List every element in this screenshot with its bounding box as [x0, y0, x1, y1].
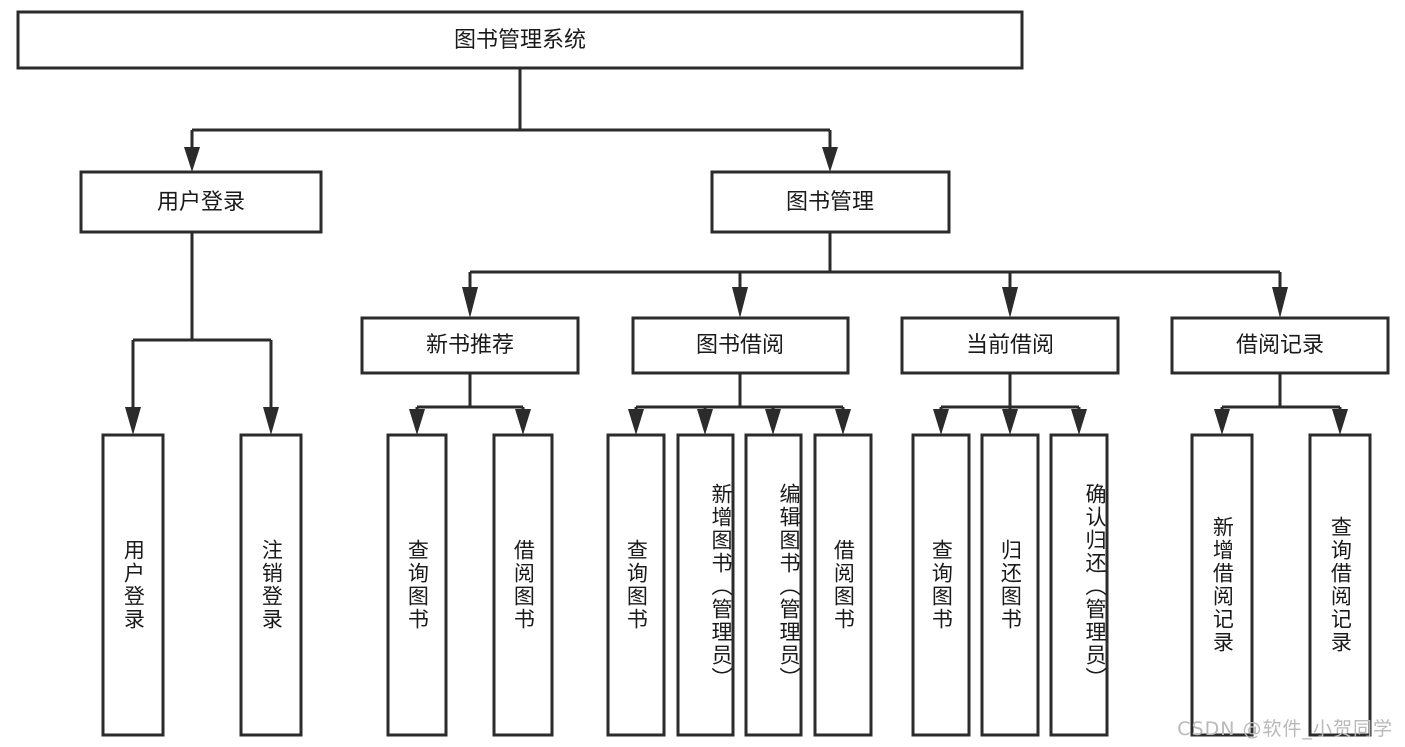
connectors-book-borrow-children: [628, 373, 851, 435]
arrow-head-borrow-record: [1272, 287, 1288, 318]
arrow-head-leaf-add-record: [1214, 409, 1230, 435]
node-book-manage-box[interactable]: [710, 170, 951, 234]
arrow-head-book-borrow: [732, 287, 748, 318]
node-leaf-borrow-book-1-box[interactable]: [492, 433, 554, 737]
arrow-head-leaf-user-login: [125, 407, 141, 435]
arrow-head-leaf-edit-book: [765, 409, 781, 435]
arrow-head-leaf-query-book-3: [933, 409, 949, 435]
node-borrow-record-label: 借阅记录: [1236, 333, 1324, 358]
node-borrow-record[interactable]: 借阅记录: [1170, 316, 1390, 375]
node-leaf-logout-login-box[interactable]: [239, 433, 303, 737]
connectors-current-borrow-children: [933, 373, 1087, 435]
arrow-head-book-manage: [822, 147, 838, 172]
node-leaf-user-login-box[interactable]: [101, 433, 165, 737]
node-leaf-add-book-box[interactable]: [676, 433, 735, 737]
node-book-borrow-box[interactable]: [631, 316, 850, 375]
node-leaf-query-book-1-box[interactable]: [386, 433, 448, 737]
node-leaf-borrow-book-2-box[interactable]: [813, 433, 873, 737]
arrow-head-leaf-borrow-book-2: [835, 409, 851, 435]
arrow-head-leaf-add-book: [697, 409, 713, 435]
node-leaf-query-record-box[interactable]: [1308, 433, 1372, 737]
node-root[interactable]: 图书管理系统: [16, 10, 1024, 70]
node-user-login-box[interactable]: [79, 170, 323, 234]
arrow-head-leaf-query-book-2: [628, 409, 644, 435]
connectors-root-to-level1: [184, 68, 838, 172]
connectors-book-manage-children: [462, 232, 1288, 318]
node-user-login[interactable]: 用户登录: [79, 170, 323, 234]
arrow-head-leaf-logout-login: [263, 407, 279, 435]
arrow-head-user-login: [184, 147, 200, 172]
csdn-watermark: CSDN @软件_小贺同学: [1177, 718, 1393, 740]
node-new-book-rec-label: 新书推荐: [426, 333, 514, 358]
arrow-head-current-borrow: [1002, 287, 1018, 318]
node-leaf-confirm-return-box[interactable]: [1049, 433, 1109, 737]
connectors-borrow-record-children: [1214, 373, 1348, 435]
node-book-borrow-label: 图书借阅: [696, 333, 784, 358]
node-borrow-record-box[interactable]: [1170, 316, 1390, 375]
arrow-head-leaf-query-book-1: [409, 409, 425, 435]
node-leaf-add-record-box[interactable]: [1190, 433, 1254, 737]
leaf-boxes: [101, 433, 1372, 737]
node-current-borrow[interactable]: 当前借阅: [900, 316, 1120, 375]
node-current-borrow-box[interactable]: [900, 316, 1120, 375]
arrow-head-leaf-return-book: [1002, 409, 1018, 435]
node-leaf-edit-book-box[interactable]: [744, 433, 803, 737]
connectors-new-book-rec-children: [409, 373, 531, 435]
arrow-head-leaf-query-record: [1332, 409, 1348, 435]
node-new-book-rec[interactable]: 新书推荐: [360, 316, 580, 375]
node-leaf-query-book-3-box[interactable]: [911, 433, 971, 737]
arrow-head-leaf-confirm-return: [1071, 409, 1087, 435]
node-root-box[interactable]: [16, 10, 1024, 70]
arrow-head-leaf-borrow-book-1: [515, 409, 531, 435]
arrow-head-new-book-rec: [462, 287, 478, 318]
connectors-user-login-children: [125, 232, 279, 435]
node-leaf-return-book-box[interactable]: [980, 433, 1040, 737]
node-book-borrow[interactable]: 图书借阅: [631, 316, 850, 375]
node-root-label: 图书管理系统: [454, 28, 586, 53]
node-current-borrow-label: 当前借阅: [966, 333, 1054, 358]
node-user-login-label: 用户登录: [157, 190, 245, 215]
node-book-manage[interactable]: 图书管理: [710, 170, 951, 234]
node-leaf-query-book-2-box[interactable]: [606, 433, 666, 737]
node-book-manage-label: 图书管理: [786, 190, 874, 215]
node-new-book-rec-box[interactable]: [360, 316, 580, 375]
